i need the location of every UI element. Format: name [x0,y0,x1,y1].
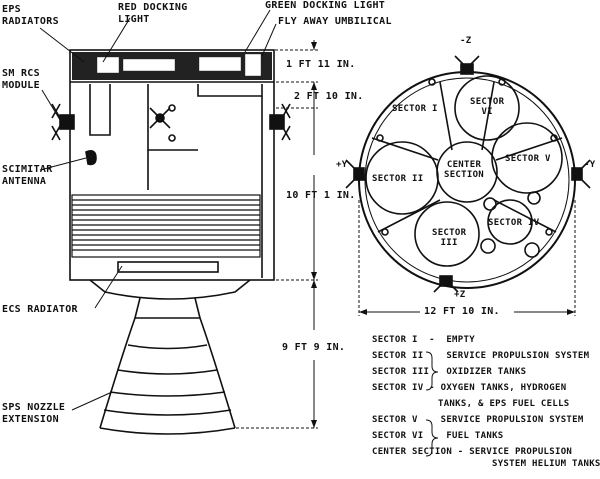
legend-sector-v: SECTOR V SERVICE PROPULSION SYSTEM [372,415,584,425]
dim-12ft10in: 12 FT 10 IN. [424,306,500,317]
rcs-quad-bottom [433,275,459,293]
sector-iii-label: SECTOR III [432,228,467,248]
sector-ii-tank [365,141,439,215]
axis-plus-y: +Y [336,160,348,170]
sector-v-tank [491,122,563,194]
eps-radiators-label: EPS RADIATORS [2,4,59,27]
sector-ii-label: SECTOR II [372,174,424,184]
center-section-label: CENTER SECTION [444,160,485,180]
dim-10ft1in: 10 FT 1 IN. [286,190,356,201]
sector-vi-tank [454,75,520,141]
legend-sector-iv-cont: TANKS, & EPS FUEL CELLS [438,399,570,409]
legend-sector-i: SECTOR I - EMPTY [372,335,475,345]
scimitar-antenna [85,150,97,166]
ecs-radiator-label: ECS RADIATOR [2,304,78,315]
module-body [69,49,275,281]
sector-iv-label: SECTOR IV [488,218,540,228]
brace-ii-iii [425,351,439,391]
end-view [345,55,591,293]
dimension-lines [236,40,318,429]
red-docking-light-label: RED DOCKING LIGHT [118,2,188,25]
sector-iv-tank [487,199,533,245]
dim-1ft11in: 1 FT 11 IN. [286,59,356,70]
legend-center-section-cont: SYSTEM HELIUM TANKS [492,459,600,469]
rcs-quad-top [454,55,480,75]
sector-iii-tank [414,201,480,267]
rcs-quad-body [149,104,176,142]
rcs-quad-right [571,159,591,189]
axis-plus-z: +Z [454,290,466,300]
legend-sector-vi: SECTOR VI FUEL TANKS [372,431,504,441]
dim-2ft10in: 2 FT 10 IN. [294,91,364,102]
scimitar-antenna-label: SCIMITAR ANTENNA [2,164,53,187]
rcs-quad-left [345,159,365,189]
end-view-width-dimension [358,200,576,316]
fly-away-umbilical-label: FLY AWAY UMBILICAL [278,16,392,27]
legend: SECTOR I - EMPTY SECTOR II SERVICE PROPU… [372,332,600,472]
sps-nozzle-extension-label: SPS NOZZLE EXTENSION [2,402,66,425]
leader-lines [39,9,277,411]
sm-rcs-module-left [51,103,75,141]
ecs-radiator-panel [71,194,261,258]
dim-9ft9in: 9 FT 9 IN. [282,342,346,353]
sm-rcs-module-right [269,103,291,141]
aft-heatshield [89,279,251,300]
sps-nozzle [99,297,236,435]
sm-rcs-module-label: SM RCS MODULE [2,68,40,91]
axis-minus-y: -Y [584,160,596,170]
legend-sector-ii: SECTOR II SERVICE PROPULSION SYSTEM [372,351,590,361]
legend-center-section: CENTER SECTION - SERVICE PROPULSION [372,447,573,457]
legend-sector-iv: SECTOR IV - OXYGEN TANKS, HYDROGEN [372,383,567,393]
green-docking-light-label: GREEN DOCKING LIGHT [265,0,386,11]
axis-minus-z: -Z [460,36,472,46]
legend-sector-iii: SECTOR III OXIDIZER TANKS [372,367,527,377]
sector-vi-label: SECTOR VI [470,97,505,117]
brace-v-vi [425,419,439,457]
sector-v-label: SECTOR V [505,154,551,164]
sector-i-label: SECTOR I [392,104,438,114]
